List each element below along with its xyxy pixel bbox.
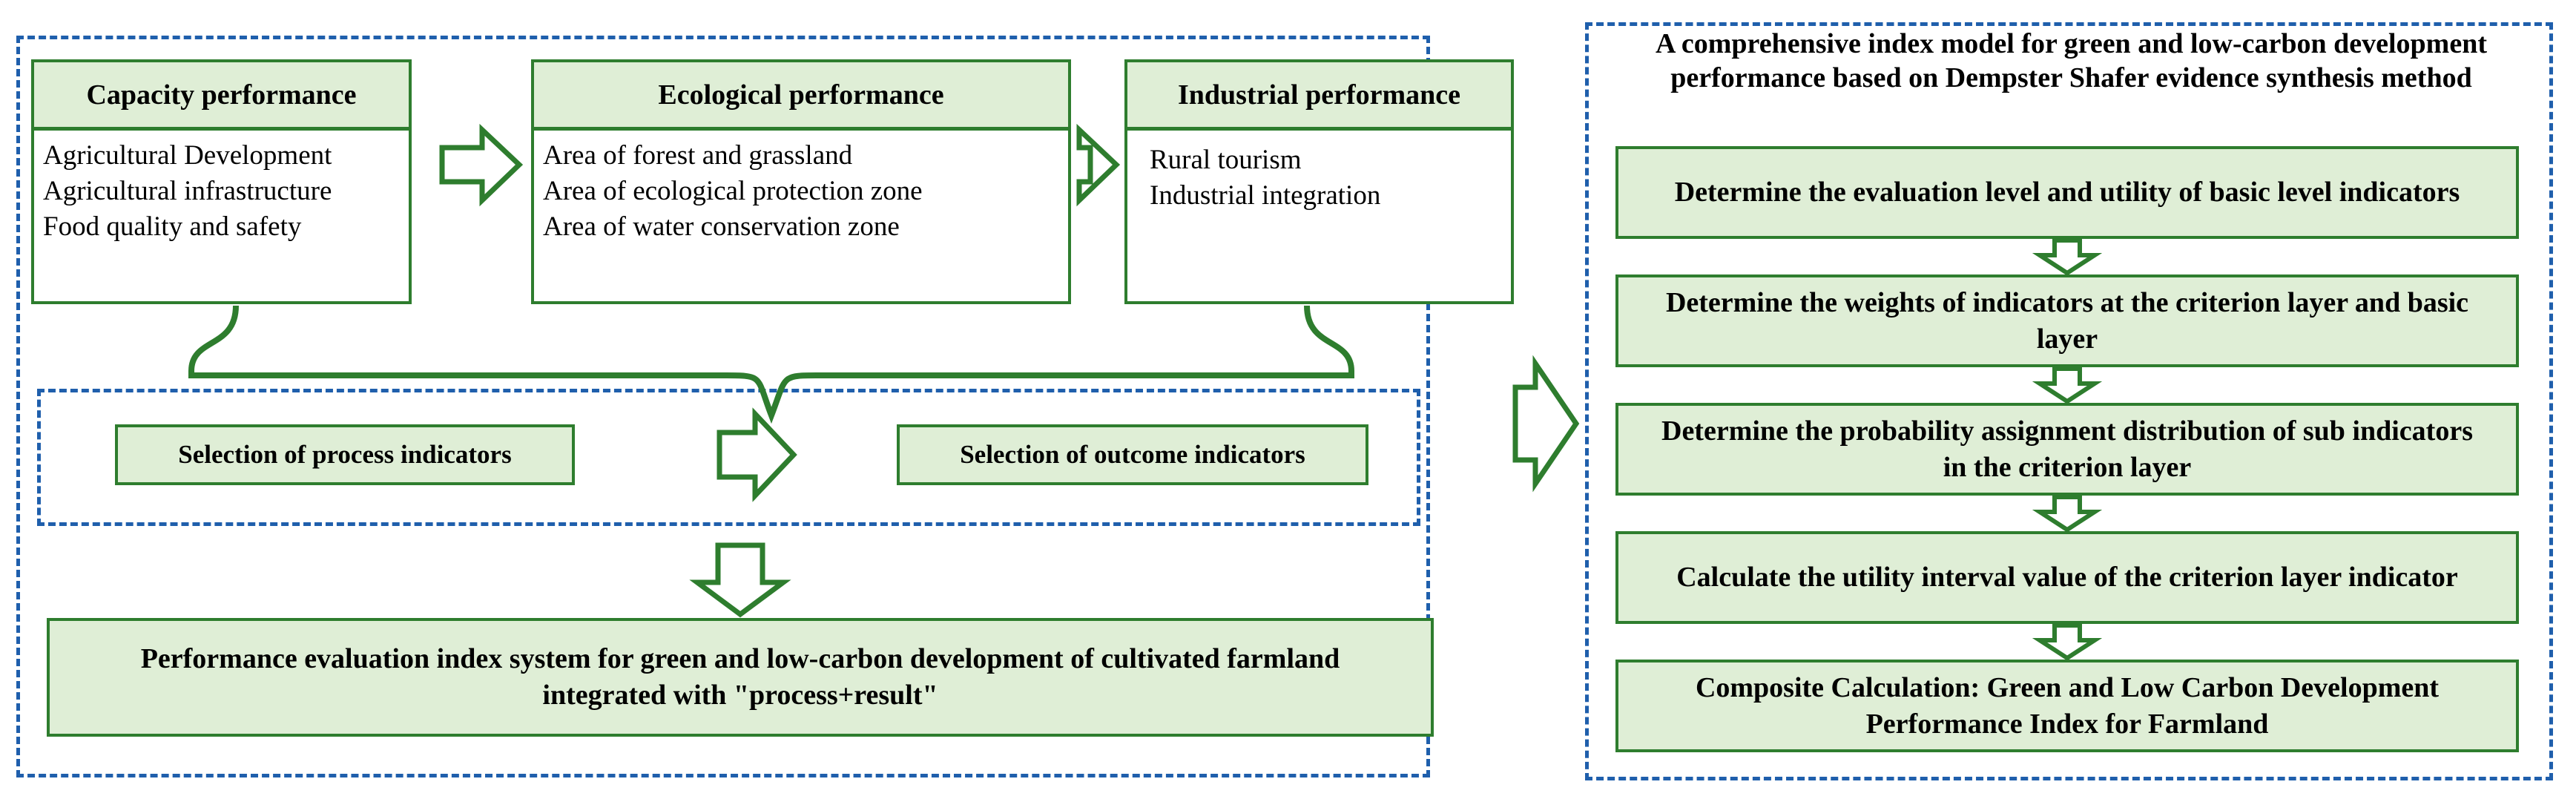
right-panel-title: A comprehensive index model for green an… [1656,28,2487,94]
card-industrial-performance-items: Rural tourism Industrial integration [1127,131,1511,301]
right-arrow-icon [1512,355,1580,493]
list-item: Agricultural infrastructure [43,176,332,207]
box-selection-outcome-indicators: Selection of outcome indicators [897,424,1368,485]
list-item: Area of forest and grassland [543,140,853,171]
list-item: Food quality and safety [43,211,302,243]
box-selection-process-indicators: Selection of process indicators [115,424,575,485]
step-box-4: Calculate the utility interval value of … [1615,531,2519,624]
step-box-5: Composite Calculation: Green and Low Car… [1615,660,2519,752]
card-ecological-performance-items: Area of forest and grassland Area of eco… [534,131,1068,301]
card-industrial-performance: Industrial performance Rural tourism Ind… [1124,59,1514,304]
step-box-3: Determine the probability assignment dis… [1615,403,2519,496]
card-capacity-performance-title: Capacity performance [34,62,409,131]
list-item: Area of water conservation zone [543,211,900,243]
card-capacity-performance-items: Agricultural Development Agricultural in… [34,131,409,301]
list-item: Rural tourism [1150,145,1302,175]
card-industrial-performance-title: Industrial performance [1127,62,1511,131]
box-performance-evaluation-index-system: Performance evaluation index system for … [47,618,1434,737]
card-capacity-performance: Capacity performance Agricultural Develo… [31,59,412,304]
list-item: Agricultural Development [43,140,332,171]
left-outer-dashed-panel [16,36,1430,777]
card-ecological-performance: Ecological performance Area of forest an… [531,59,1071,304]
list-item: Area of ecological protection zone [543,176,923,207]
step-box-1: Determine the evaluation level and utili… [1615,146,2519,239]
card-ecological-performance-title: Ecological performance [534,62,1068,131]
right-outer-dashed-panel [1585,22,2553,780]
step-box-2: Determine the weights of indicators at t… [1615,274,2519,367]
list-item: Industrial integration [1150,180,1381,211]
